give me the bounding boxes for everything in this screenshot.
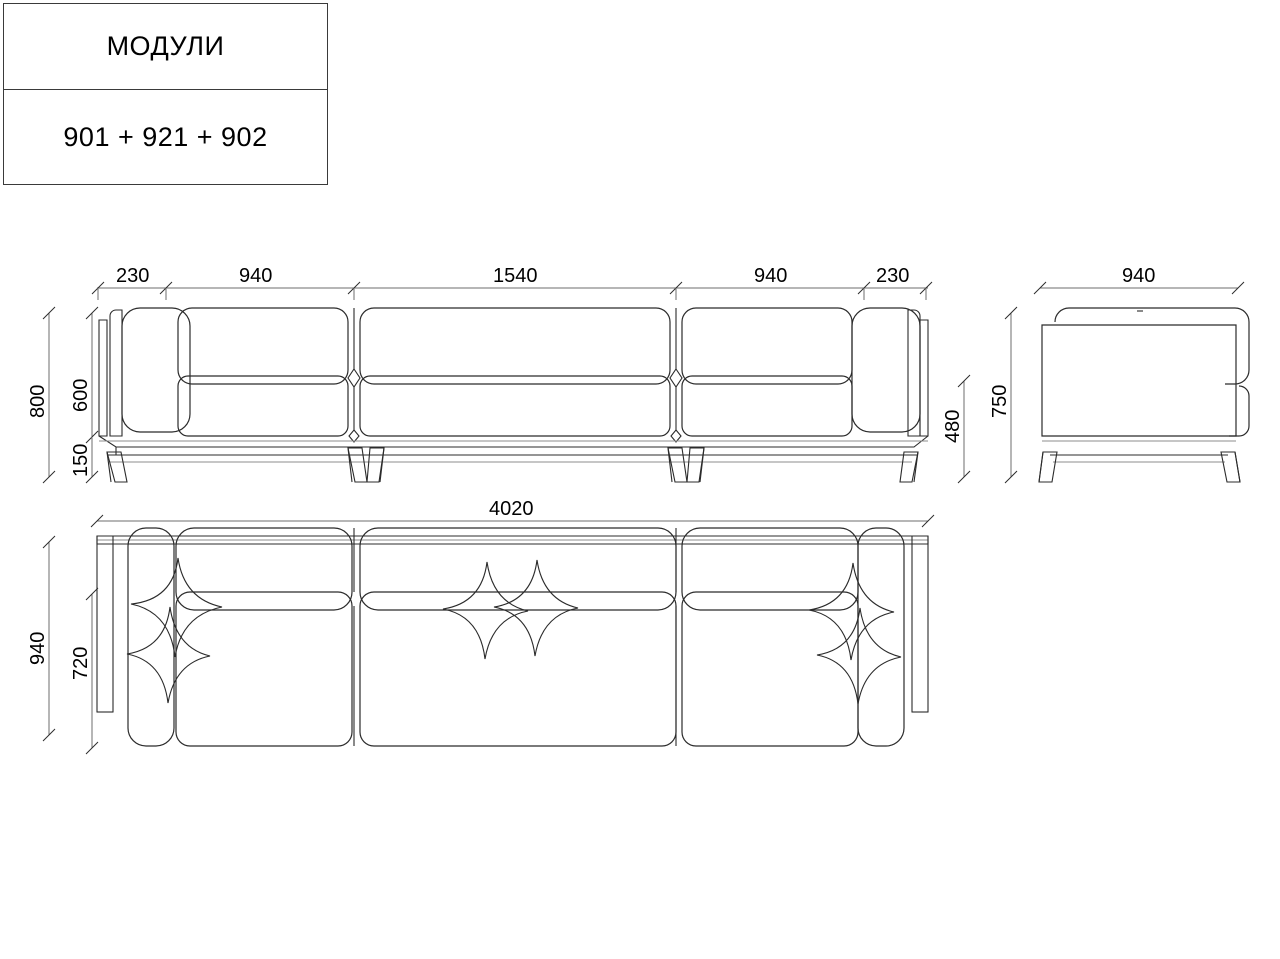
side-view-dimension-lines [1004, 281, 1245, 484]
front-top-dimension-chain [91, 281, 933, 300]
dim-arm-left-width: 230 [116, 265, 150, 287]
front-left-dimension-lines [42, 306, 99, 484]
front-elevation-view [98, 307, 929, 483]
title-block-module-codes: 901 + 921 + 902 [63, 121, 268, 152]
dim-back-height: 750 [989, 384, 1011, 418]
dim-body-height: 600 [70, 378, 92, 412]
plan-view-dimension-lines [42, 514, 935, 755]
dim-side-depth: 940 [1122, 265, 1156, 287]
front-legs [106, 447, 919, 483]
dim-arm-height: 480 [942, 409, 964, 443]
dim-seat-depth: 720 [70, 646, 92, 680]
dim-seat-center-width: 1540 [493, 265, 538, 287]
dim-seat-right-width: 940 [754, 265, 788, 287]
side-elevation-view [1038, 307, 1250, 483]
title-block-heading: МОДУЛИ [4, 4, 327, 90]
dim-overall-depth: 940 [27, 631, 49, 665]
dim-seat-left-width: 940 [239, 265, 273, 287]
title-block: МОДУЛИ 901 + 921 + 902 [3, 3, 328, 185]
dim-overall-length: 4020 [489, 498, 534, 520]
dim-overall-height: 800 [27, 384, 49, 418]
dim-arm-right-width: 230 [876, 265, 910, 287]
front-right-dimension-line [957, 374, 971, 484]
plan-top-view [96, 527, 929, 747]
plan-pillows [126, 557, 902, 705]
dim-leg-height: 150 [70, 443, 92, 477]
